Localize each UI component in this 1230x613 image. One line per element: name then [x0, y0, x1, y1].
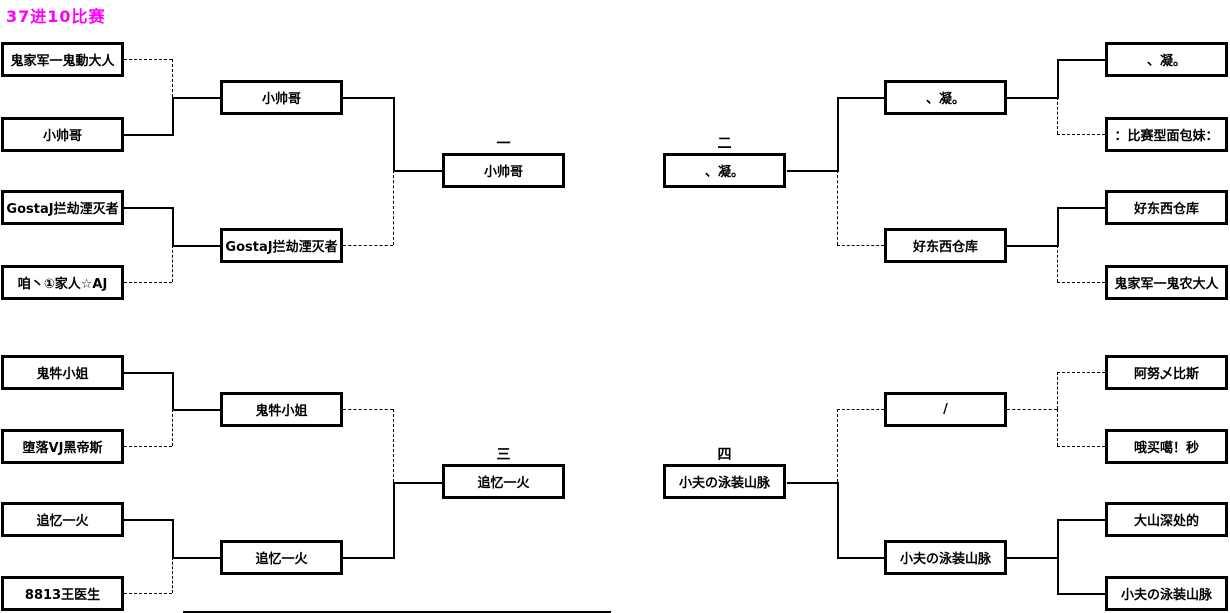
connector-line-solid	[124, 207, 172, 209]
semifinal-box: 追忆一火	[220, 540, 343, 575]
connector-line-solid	[1057, 519, 1059, 559]
player-box: 、凝。	[1105, 42, 1228, 77]
final-box: 小夫の泳装山脉	[663, 464, 786, 499]
semifinal-box: 好东西仓库	[884, 228, 1007, 263]
page-title: 37进10比赛	[6, 7, 106, 26]
connector-line-solid	[172, 372, 174, 411]
player-box: 鬼牪小姐	[1, 355, 124, 390]
connector-line-solid	[1057, 207, 1059, 247]
connector-line-dashed	[1057, 372, 1105, 373]
player-box: 鬼家军一鬼動大人	[1, 42, 124, 77]
connector-line-solid	[1057, 557, 1059, 593]
connector-line-solid	[1057, 519, 1105, 521]
connector-line-solid	[172, 97, 174, 136]
connector-line-solid	[393, 170, 442, 172]
connector-line-solid	[183, 611, 611, 613]
connector-line-solid	[787, 482, 837, 484]
connector-line-solid	[393, 97, 395, 172]
connector-line-solid	[1057, 207, 1105, 209]
connector-line-dashed	[1057, 97, 1058, 134]
connector-line-solid	[172, 409, 220, 411]
player-box: 阿努乄比斯	[1105, 355, 1228, 390]
connector-line-solid	[837, 557, 884, 559]
connector-line-solid	[1057, 59, 1059, 99]
connector-line-solid	[787, 170, 837, 172]
connector-line-dashed	[343, 245, 393, 246]
player-box: 8813王医生	[1, 576, 124, 611]
connector-line-solid	[837, 97, 839, 172]
connector-line-dashed	[837, 409, 838, 482]
connector-line-dashed	[1057, 245, 1058, 282]
connector-line-solid	[837, 97, 884, 99]
connector-line-solid	[343, 97, 393, 99]
connector-line-dashed	[172, 409, 173, 446]
player-box: GostaJ拦劫湮灭者	[1, 190, 124, 225]
connector-line-solid	[393, 482, 395, 559]
connector-line-dashed	[172, 245, 173, 282]
connector-line-solid	[172, 245, 220, 247]
connector-line-solid	[1007, 97, 1057, 99]
connector-line-dashed	[837, 245, 884, 246]
connector-line-solid	[1057, 59, 1105, 61]
connector-line-solid	[393, 482, 442, 484]
connector-line-dashed	[172, 59, 173, 97]
player-box: 好东西仓库	[1105, 190, 1228, 225]
connector-line-dashed	[1057, 372, 1058, 409]
connector-line-solid	[343, 557, 393, 559]
connector-line-dashed	[1057, 282, 1105, 283]
match-number-label: 三	[496, 447, 511, 463]
match-number-label: 二	[717, 136, 732, 152]
connector-line-solid	[172, 557, 220, 559]
connector-line-dashed	[837, 409, 884, 410]
semifinal-box: 小帅哥	[220, 80, 343, 115]
connector-line-dashed	[1057, 409, 1058, 446]
connector-line-dashed	[1057, 446, 1105, 447]
connector-line-dashed	[393, 170, 394, 245]
connector-line-dashed	[393, 409, 394, 482]
connector-line-solid	[1057, 593, 1105, 595]
player-box: 咱丶①家人☆AJ	[1, 265, 124, 300]
connector-line-solid	[1007, 245, 1057, 247]
player-box: ：比赛型面包妹：	[1105, 117, 1228, 152]
player-box: 鬼家军一鬼农大人	[1105, 265, 1228, 300]
player-box: 哦买噶！秒	[1105, 429, 1228, 464]
connector-line-dashed	[1007, 409, 1057, 410]
final-box: 追忆一火	[442, 464, 565, 499]
connector-line-dashed	[124, 59, 172, 60]
semifinal-box: 鬼牪小姐	[220, 392, 343, 427]
final-box: 小帅哥	[442, 153, 565, 188]
semifinal-box: 、凝。	[884, 80, 1007, 115]
player-box: 追忆一火	[1, 502, 124, 537]
connector-line-solid	[172, 97, 220, 99]
connector-line-dashed	[124, 282, 172, 283]
connector-line-dashed	[124, 593, 172, 594]
player-box: 堕落VJ黑帝斯	[1, 429, 124, 464]
connector-line-dashed	[172, 557, 173, 593]
semifinal-box: GostaJ拦劫湮灭者	[220, 228, 343, 263]
connector-line-solid	[172, 519, 174, 559]
semifinal-box: /	[884, 392, 1007, 427]
final-box: 、凝。	[663, 153, 786, 188]
connector-line-dashed	[1057, 134, 1105, 135]
connector-line-solid	[1007, 557, 1057, 559]
player-box: 小帅哥	[1, 117, 124, 152]
player-box: 小夫の泳装山脉	[1105, 576, 1228, 611]
connector-line-solid	[837, 482, 839, 559]
connector-line-solid	[124, 519, 172, 521]
match-number-label: 一	[496, 136, 511, 152]
connector-line-dashed	[837, 170, 838, 245]
connector-line-solid	[124, 372, 172, 374]
connector-line-dashed	[343, 409, 393, 410]
connector-line-solid	[172, 207, 174, 247]
match-number-label: 四	[717, 447, 732, 463]
connector-line-dashed	[124, 446, 172, 447]
connector-line-solid	[124, 134, 172, 136]
player-box: 大山深处的	[1105, 502, 1228, 537]
semifinal-box: 小夫の泳装山脉	[884, 540, 1007, 575]
